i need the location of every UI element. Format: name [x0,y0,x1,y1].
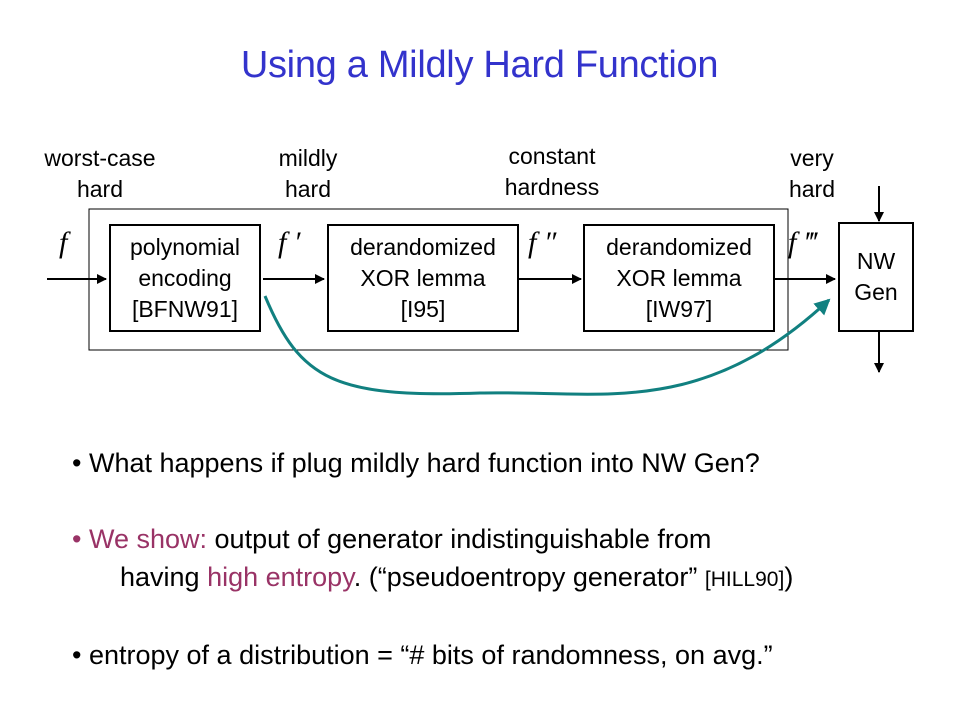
we-show-lead: We show: [88,524,208,554]
line2-end: ) [784,562,794,592]
we-show-text: output of generator indistinguishable fr… [214,524,712,554]
bullet-we-show: • We show: output of generator indisting… [72,520,711,558]
bullet-text: What happens if plug mildly hard functio… [88,448,760,478]
plug-in-curve-arrow [263,295,831,396]
label-worst-case-hard: worst-case hard [44,145,156,202]
bullet-plug-question: • What happens if plug mildly hard funct… [72,444,760,482]
bullet-we-show-line2: having high entropy. (“pseudoentropy gen… [120,558,793,599]
bullet-text: entropy of a distribution = “# bits of r… [88,640,773,670]
bullet-marker: • [72,448,82,478]
line2-pre: having [120,562,200,592]
function-f: f [59,226,68,259]
bullet-entropy-definition: • entropy of a distribution = “# bits of… [72,636,773,674]
line2-mid: . (“pseudoentropy generator” [353,562,698,592]
function-f-prime: f ′ [278,226,301,259]
function-f-triple-prime: f ‴ [788,226,817,259]
xor-lemma-iw97-box: derandomized XOR lemma [IW97] [583,224,775,332]
high-entropy-highlight: high entropy [207,562,354,592]
label-mildly-hard: mildly hard [278,145,338,202]
label-very-hard: very hard [788,145,836,202]
function-f-double-prime: f ″ [528,226,557,259]
bullet-marker: • [72,640,82,670]
bullet-marker: • [72,524,82,554]
polynomial-encoding-box: polynomial encoding [BFNW91] [109,224,261,332]
citation-hill90: [HILL90] [704,568,785,591]
label-constant-hardness: constant hardness [504,143,600,200]
slide-title: Using a Mildly Hard Function [240,44,719,86]
nw-gen-box: NW Gen [838,222,914,332]
xor-lemma-i95-box: derandomized XOR lemma [I95] [327,224,519,332]
